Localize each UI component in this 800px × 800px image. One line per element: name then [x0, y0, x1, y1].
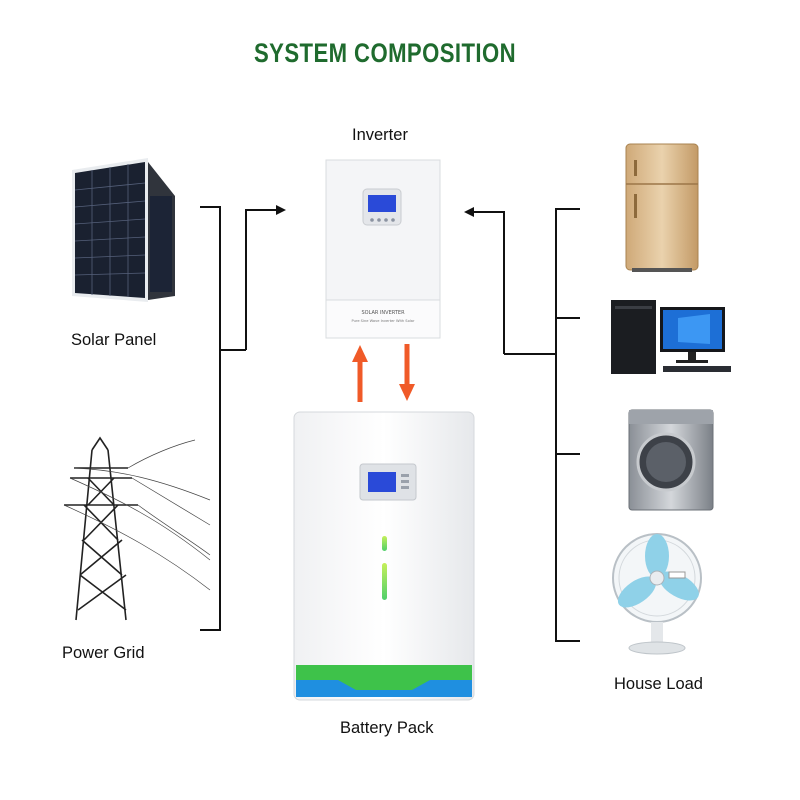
- diagram-title: SYSTEM COMPOSITION: [253, 38, 517, 68]
- inverter-plate-brand: SOLAR INVERTER: [361, 310, 405, 316]
- power-grid-tower-image: [63, 436, 211, 621]
- fan-image: [612, 533, 702, 655]
- inverter-plate-sub: Pure Sine Wave Inverter With Solar: [352, 319, 415, 323]
- up-flow-arrow: [352, 345, 368, 402]
- left-wiring: [200, 205, 286, 631]
- down-flow-arrow: [399, 344, 415, 401]
- solar-panel-image: [72, 158, 175, 302]
- inverter-label: Inverter: [352, 126, 408, 144]
- battery-pack-image: [293, 411, 475, 701]
- battery-pack-label: Battery Pack: [340, 719, 434, 737]
- washing-machine-image: [628, 409, 714, 511]
- refrigerator-image: [625, 143, 699, 272]
- right-wiring: [464, 207, 580, 642]
- house-load-label: House Load: [614, 675, 703, 693]
- solar-panel-label: Solar Panel: [71, 331, 157, 349]
- inverter-image: [325, 159, 441, 339]
- computer-image: [611, 300, 731, 374]
- power-grid-label: Power Grid: [62, 644, 145, 662]
